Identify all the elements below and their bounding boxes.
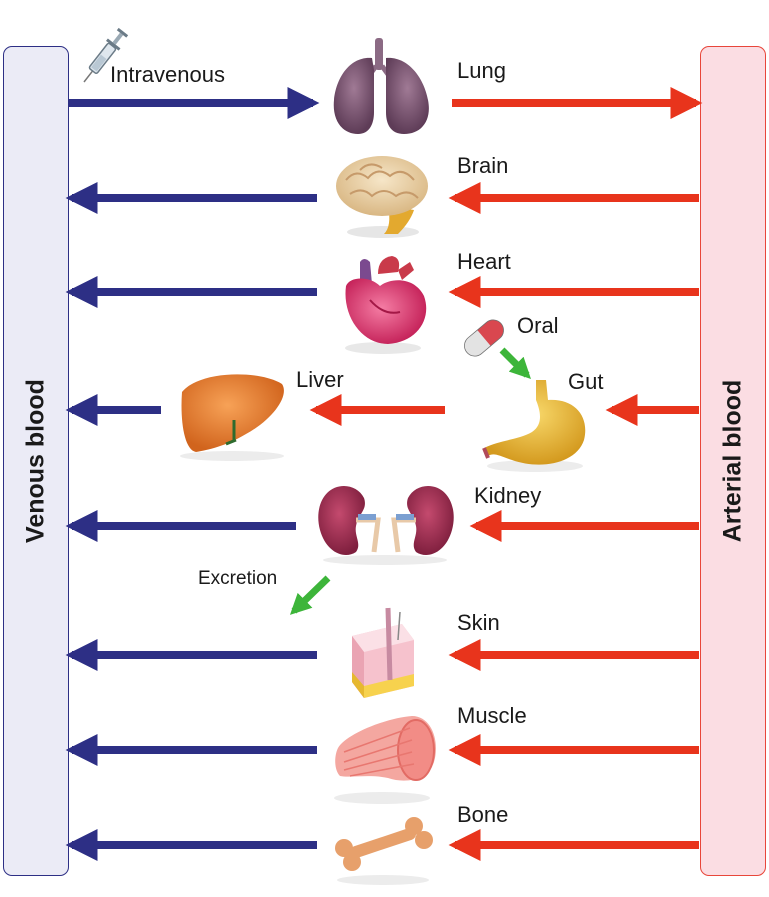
intravenous-label: Intravenous: [110, 62, 225, 87]
oral-to-gut-arrow: [499, 347, 531, 379]
arterial-blood-column: Arterial blood: [700, 46, 766, 876]
liver-label: Liver: [296, 367, 344, 392]
syringe-icon: [83, 27, 129, 83]
bone-icon: [335, 817, 433, 885]
excretion-label: Excretion: [198, 568, 277, 589]
capsule-icon: [464, 319, 504, 357]
heart-icon: [345, 256, 427, 354]
excretion-arrow: [289, 575, 331, 615]
lung-label: Lung: [457, 58, 506, 83]
heart-label: Heart: [457, 249, 511, 274]
venous-blood-column: Venous blood: [3, 46, 69, 876]
brain-icon: [336, 156, 428, 238]
kidney-label: Kidney: [474, 483, 541, 508]
liver-icon: [180, 374, 284, 461]
bone-label: Bone: [457, 802, 508, 827]
kidneys-icon: [318, 486, 454, 565]
skin-label: Skin: [457, 610, 500, 635]
brain-label: Brain: [457, 153, 508, 178]
muscle-label: Muscle: [457, 703, 527, 728]
muscle-icon: [334, 716, 436, 804]
stomach-icon: [482, 380, 586, 472]
gut-label: Gut: [568, 369, 603, 394]
lungs-icon: [333, 38, 429, 134]
oral-label: Oral: [517, 313, 559, 338]
skin-icon: [352, 607, 414, 698]
